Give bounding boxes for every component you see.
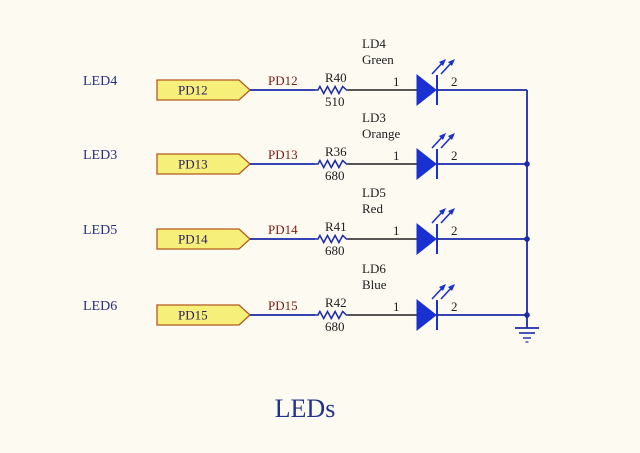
wire-label: PD12 (268, 73, 298, 88)
pin-number-2: 2 (451, 223, 458, 238)
led-ref: LD4 (362, 36, 386, 51)
resistor-symbol (315, 84, 348, 96)
pin-number-1: 1 (393, 148, 400, 163)
light-arrowhead-icon (439, 208, 446, 215)
pin-number-2: 2 (451, 148, 458, 163)
led-color-label: Red (362, 201, 383, 216)
light-arrowhead-icon (439, 133, 446, 140)
led-color-label: Orange (362, 126, 400, 141)
resistor-value: 510 (325, 94, 345, 109)
net-label: LED3 (83, 148, 117, 163)
light-arrowhead-icon (448, 208, 455, 215)
led-diode-icon (416, 73, 437, 107)
light-arrowhead-icon (448, 133, 455, 140)
pin-number-1: 1 (393, 74, 400, 89)
pin-number-2: 2 (451, 299, 458, 314)
port-label: PD14 (178, 232, 208, 247)
net-label: LED6 (83, 299, 117, 314)
pin-number-1: 1 (393, 299, 400, 314)
port-symbol (156, 304, 251, 326)
wire-label: PD13 (268, 147, 298, 162)
resistor-ref: R40 (325, 70, 347, 85)
port-label: PD13 (178, 157, 208, 172)
port-label: PD15 (178, 308, 208, 323)
port-label: PD12 (178, 83, 208, 98)
led-color-label: Green (362, 52, 394, 67)
led-color-label: Blue (362, 277, 387, 292)
net-label: LED4 (83, 74, 117, 89)
light-arrowhead-icon (448, 59, 455, 66)
led-ref: LD3 (362, 110, 386, 125)
resistor-value: 680 (325, 319, 345, 334)
led-diode-icon (416, 222, 437, 256)
light-arrowhead-icon (439, 59, 446, 66)
led-diode-icon (416, 147, 437, 181)
resistor-ref: R42 (325, 295, 347, 310)
port-symbol (156, 228, 251, 250)
resistor-symbol (315, 158, 348, 170)
wire-label: PD15 (268, 298, 298, 313)
net-label: LED5 (83, 223, 117, 238)
resistor-value: 680 (325, 243, 345, 258)
pin-number-2: 2 (451, 74, 458, 89)
led-ref: LD5 (362, 185, 386, 200)
resistor-ref: R36 (325, 144, 347, 159)
resistor-value: 680 (325, 168, 345, 183)
pin-number-1: 1 (393, 223, 400, 238)
port-symbol (156, 153, 251, 175)
wire-label: PD14 (268, 222, 298, 237)
light-arrowhead-icon (448, 284, 455, 291)
light-arrowhead-icon (439, 284, 446, 291)
led-diode-icon (416, 298, 437, 332)
led-ref: LD6 (362, 261, 386, 276)
resistor-symbol (315, 309, 348, 321)
resistor-ref: R41 (325, 219, 347, 234)
resistor-symbol (315, 233, 348, 245)
diagram-title: LEDs (275, 394, 336, 423)
port-symbol (156, 79, 251, 101)
